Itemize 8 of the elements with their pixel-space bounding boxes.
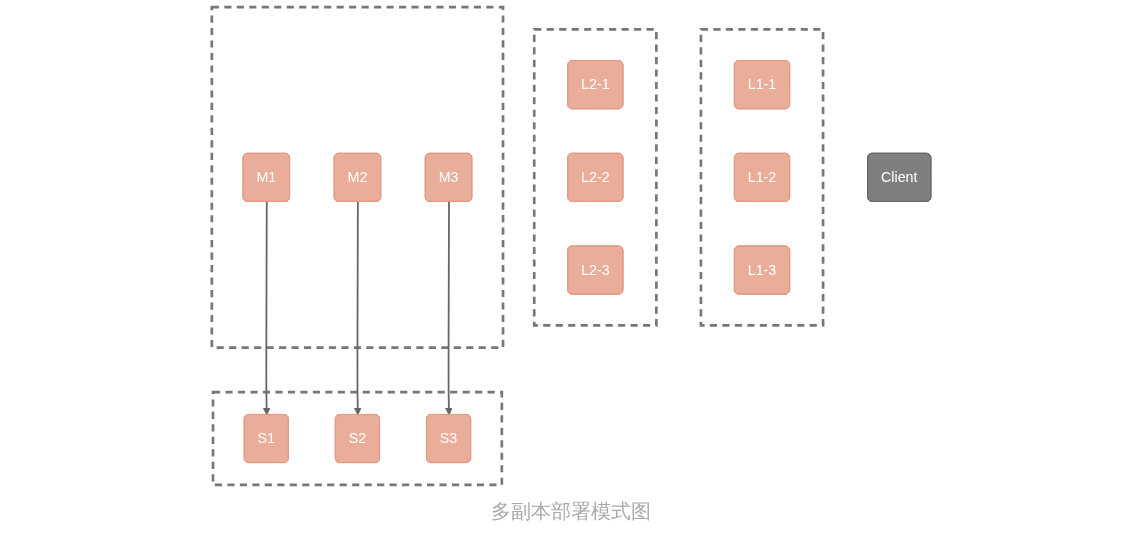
- caption: 多副本部署模式图: [491, 499, 651, 524]
- arrow: [262, 201, 271, 416]
- cluster: [210, 5, 505, 349]
- cluster: [699, 28, 825, 327]
- cluster: [532, 28, 658, 327]
- arrow: [353, 201, 362, 416]
- arrow: [444, 201, 453, 416]
- cluster: [211, 390, 503, 487]
